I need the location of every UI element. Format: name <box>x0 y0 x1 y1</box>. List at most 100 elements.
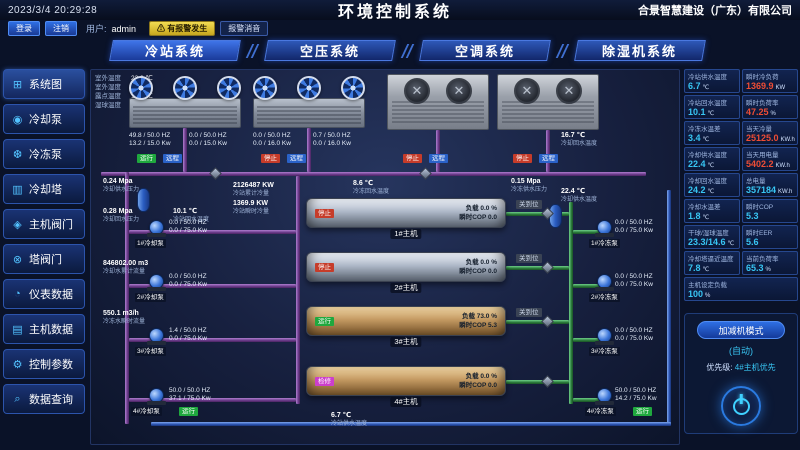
sidebar-item-data-query[interactable]: ⌕数据查询 <box>3 384 85 414</box>
card-value: 22.4 <box>688 159 706 169</box>
measure-value: 16.7 ℃ <box>561 132 586 139</box>
chiller-4[interactable]: 检修 负载 0.0 %瞬时COP 0.0 4#主机 <box>306 366 506 407</box>
tower2-status-tag: 停止 <box>261 154 280 163</box>
search-icon: ⌕ <box>14 392 21 405</box>
tab-air-conditioning[interactable]: 空调系统 <box>418 40 551 61</box>
chiller-cop: 瞬时COP 0.0 <box>459 382 497 389</box>
butterfly-valve[interactable] <box>541 375 554 388</box>
alarm-indicator-button[interactable]: ⚠ 有报警发生 <box>149 21 216 36</box>
tower-base <box>253 98 365 128</box>
chiller-2[interactable]: 停止 负载 0.0 %瞬时COP 0.0 2#主机 <box>306 252 506 293</box>
butterfly-valve[interactable] <box>209 167 222 180</box>
cooling-pump-1-name: 1#冷却泵 <box>135 239 166 248</box>
butterfly-valve[interactable] <box>541 261 554 274</box>
valve-status-tag: 关到位 <box>516 200 542 209</box>
alarm-text: 有报警发生 <box>167 24 208 33</box>
chiller-4-status-tag: 检修 <box>315 376 334 386</box>
fan-icon: ✕ <box>556 78 582 104</box>
pump-hz: 0.0 / 50.0 HZ <box>615 219 653 226</box>
card-value: 25125.0 <box>746 133 779 143</box>
closed-cooling-tower-3[interactable]: ✕ ✕ <box>387 74 489 130</box>
card-label: 冷却供水温度 <box>688 152 727 159</box>
fan-kw: 0.0 / 15.0 Kw <box>189 140 227 147</box>
closed-cooling-tower-4[interactable]: ✕ ✕ <box>497 74 599 130</box>
fan-blade-glyph: ✕ <box>453 83 465 98</box>
sidebar-item-chiller-valve[interactable]: ◈主机阀门 <box>3 209 85 239</box>
sidebar-item-instrument-data[interactable]: ◔仪表数据 <box>3 279 85 309</box>
diagram-icon: ⊞ <box>12 78 23 91</box>
sidebar-item-tower-valve[interactable]: ⊗塔阀门 <box>3 244 85 274</box>
login-button[interactable]: 登录 <box>8 21 40 36</box>
card-unit: ℃ <box>702 267 710 273</box>
measure-label: 冷站回水温度 <box>173 217 210 223</box>
chiller-3-name: 3#主机 <box>390 337 422 347</box>
power-button[interactable] <box>721 386 761 426</box>
chiller-3-status-tag: 运行 <box>315 316 334 326</box>
staging-mode-button[interactable]: 加减机模式 <box>697 321 785 339</box>
fan-hz: 49.8 / 50.0 HZ <box>129 132 171 139</box>
card-unit: ℃ <box>707 163 715 169</box>
butterfly-valve[interactable] <box>541 315 554 328</box>
sidebar-item-cooling-pump[interactable]: ◉冷却泵 <box>3 104 85 134</box>
pump-base <box>595 341 614 345</box>
tab-air-compression[interactable]: 空压系统 <box>263 40 396 61</box>
logout-button[interactable]: 注销 <box>45 21 77 36</box>
fan-icon <box>217 76 241 100</box>
sidebar-item-cooling-tower[interactable]: ▥冷却塔 <box>3 174 85 204</box>
chiller-4-readings: 负载 0.0 %瞬时COP 0.0 <box>459 372 497 390</box>
pump-kw: 0.0 / 75.0 Kw <box>169 281 207 288</box>
tab-cold-station[interactable]: 冷站系统 <box>108 40 241 61</box>
chiller-1[interactable]: 停止 负载 0.0 %瞬时COP 0.0 1#主机 <box>306 198 506 239</box>
measure-label: 冷站供水温度 <box>331 421 368 427</box>
expansion-tank <box>137 188 150 212</box>
sidebar-item-control-params[interactable]: ⚙控制参数 <box>3 349 85 379</box>
chilled-pump-4-status-tag: 运行 <box>633 407 652 416</box>
sidebar: ⊞系统图 ◉冷却泵 ❆冷冻泵 ▥冷却塔 ◈主机阀门 ⊗塔阀门 ◔仪表数据 ▤主机… <box>0 64 88 450</box>
gauge-icon: ◔ <box>14 288 21 300</box>
tab-dehumidifier[interactable]: 除湿机系统 <box>573 40 706 61</box>
sidebar-item-system-diagram[interactable]: ⊞系统图 <box>3 69 85 99</box>
measure-value: 1369.9 KW <box>233 200 269 207</box>
pump-base <box>147 401 166 405</box>
cooling-tower-group-1[interactable] <box>129 76 241 128</box>
pump-branch-pipe <box>129 338 296 342</box>
pump-base <box>147 341 166 345</box>
cooling-pump-3-name: 3#冷却泵 <box>135 347 166 356</box>
fan-kw: 13.2 / 15.0 Kw <box>129 140 171 147</box>
scada-canvas: 室外温度23.3 ℃ 室外湿度47 % 露点温度14.0 ℃ 湿球温度14.6 … <box>90 69 680 445</box>
card-value: 1.8 <box>688 211 701 221</box>
measure-value: 0.24 Mpa <box>103 178 133 185</box>
chiller-2-name: 2#主机 <box>390 283 422 293</box>
tower3-mode-tag: 远程 <box>429 154 448 163</box>
card-unit: ℃ <box>727 241 735 247</box>
pump-kw: 0.0 / 75.0 Kw <box>615 227 653 234</box>
measure-value: 6.7 ℃ <box>331 412 352 419</box>
page-title: 环境控制系统 <box>337 4 452 21</box>
sidebar-item-chilled-pump[interactable]: ❆冷冻泵 <box>3 139 85 169</box>
alarm-mute-button[interactable]: 报警消音 <box>220 21 269 36</box>
butterfly-valve[interactable] <box>419 167 432 180</box>
card-unit: ℃ <box>707 189 715 195</box>
sidebar-item-chiller-data[interactable]: ▤主机数据 <box>3 314 85 344</box>
chiller-2-status-tag: 停止 <box>315 262 334 272</box>
card-unit: % <box>705 293 711 299</box>
fan-hz: 0.7 / 50.0 HZ <box>313 132 351 139</box>
chiller-3[interactable]: 运行 负载 73.0 %瞬时COP 5.3 3#主机 <box>306 306 506 347</box>
card-unit: % <box>770 111 776 117</box>
cooling-tower-group-2[interactable] <box>253 76 365 128</box>
measure-label: 冷冻回水温度 <box>353 189 390 195</box>
fan-icon: ✕ <box>514 78 540 104</box>
pump-hz: 0.0 / 50.0 HZ <box>169 273 207 280</box>
tab-label: 冷站系统 <box>144 44 205 59</box>
card-value: 357184 <box>746 185 777 195</box>
